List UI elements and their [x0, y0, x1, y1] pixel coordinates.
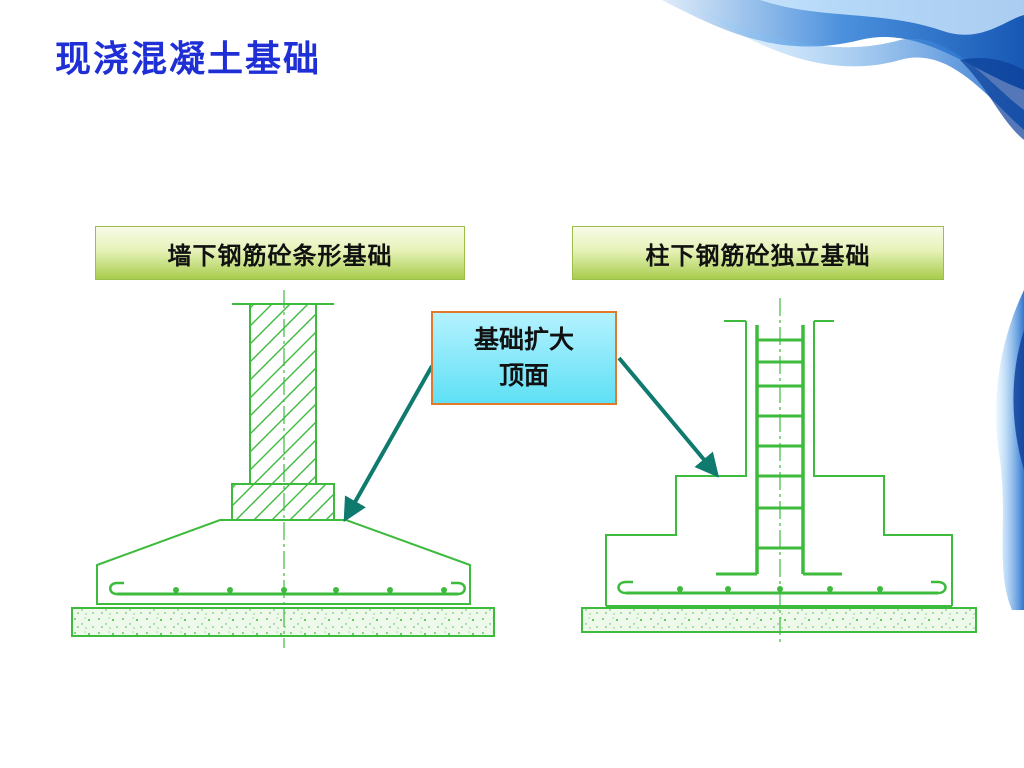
callout-foundation-top-face: 基础扩大 顶面 [431, 311, 617, 405]
label-column-isolated-foundation: 柱下钢筋砼独立基础 [572, 226, 944, 280]
arrow-to-right-top-face [617, 356, 720, 478]
label-wall-strip-foundation: 墙下钢筋砼条形基础 [95, 226, 465, 280]
callout-line-2: 顶面 [498, 361, 549, 390]
wall-strip-foundation-drawing [71, 290, 495, 648]
slide-title: 现浇混凝土基础 [55, 38, 322, 80]
callout-line-1: 基础扩大 [473, 325, 574, 354]
column-isolated-foundation-drawing [581, 298, 977, 646]
arrow-to-left-top-face [343, 365, 434, 523]
